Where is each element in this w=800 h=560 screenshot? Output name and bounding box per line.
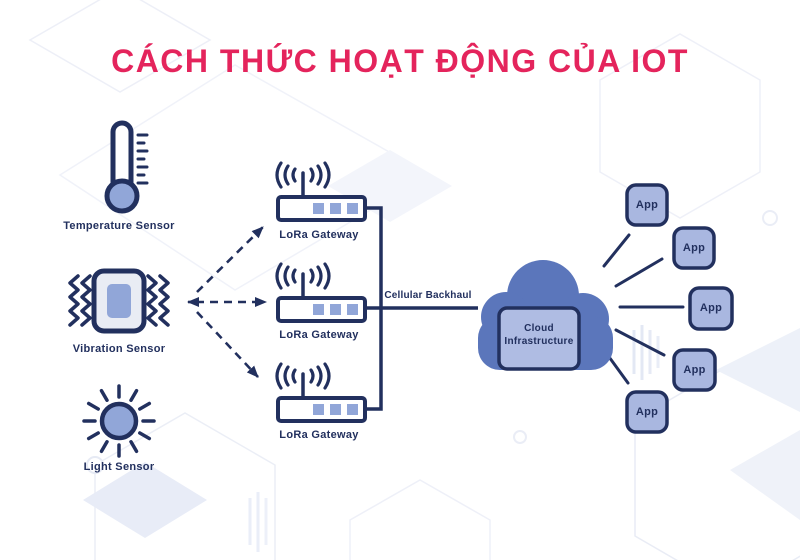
lora-gateway-icon <box>275 362 367 423</box>
cloud-infrastructure-label: Cloud Infrastructure <box>504 323 574 348</box>
app-label: App <box>635 406 659 418</box>
lora-gateway-label: LoRa Gateway <box>279 429 359 441</box>
lora-gateway-label: LoRa Gateway <box>279 329 359 341</box>
app-label: App <box>683 364 706 376</box>
cloud-icon <box>478 260 613 371</box>
light-sensor-label: Light Sensor <box>83 461 155 473</box>
app-label: App <box>635 199 659 211</box>
app-boxes <box>625 183 734 434</box>
lora-gateway-label: LoRa Gateway <box>279 229 359 241</box>
sensor-to-gateway-arrows <box>187 226 267 378</box>
background-pattern <box>28 0 800 560</box>
cellular-backhaul-label: Cellular Backhaul <box>384 290 472 301</box>
backhaul-bracket-line <box>365 206 478 411</box>
lora-gateway-icon <box>275 262 367 323</box>
cloud-to-app-lines <box>602 233 685 385</box>
sun-icon <box>82 384 156 458</box>
vibration-sensor-label: Vibration Sensor <box>72 343 166 355</box>
app-label: App <box>682 242 706 254</box>
app-label: App <box>699 302 723 314</box>
thermometer-icon <box>104 120 149 214</box>
cloud-infrastructure-box <box>497 306 581 371</box>
temperature-sensor-label: Temperature Sensor <box>63 220 175 232</box>
page-title: CÁCH THỨC HOẠT ĐỘNG CỦA IOT <box>111 43 689 79</box>
vibration-icon <box>68 268 170 334</box>
